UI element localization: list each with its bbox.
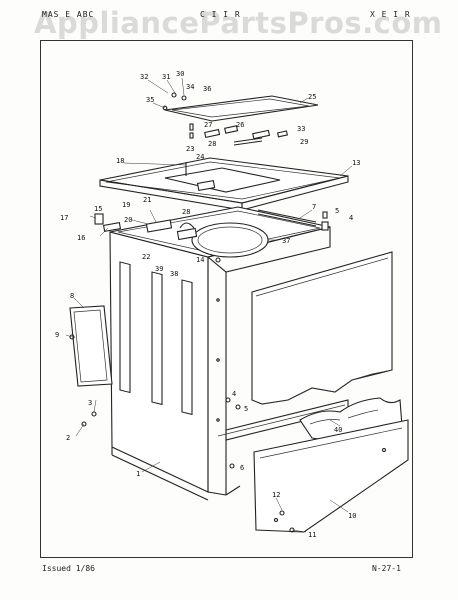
callout-30: 30 xyxy=(176,70,184,78)
fasteners xyxy=(69,257,295,533)
callout-13: 13 xyxy=(352,159,360,167)
left-console-parts xyxy=(94,213,198,241)
header-right: X E I R xyxy=(370,10,411,19)
callout-9: 9 xyxy=(55,331,59,339)
callout-24: 24 xyxy=(196,153,204,161)
callout-labels: 32 31 30 34 36 35 25 27 26 28 33 29 23 2… xyxy=(55,70,360,539)
callout-6: 6 xyxy=(240,464,244,472)
callout-7: 7 xyxy=(312,203,316,211)
callout-29: 29 xyxy=(300,138,308,146)
issued-date: Issued 1/86 xyxy=(42,564,95,573)
page-code: N-27-1 xyxy=(372,564,401,573)
top-cover xyxy=(99,157,349,211)
callout-1: 1 xyxy=(136,470,140,478)
leader-lines xyxy=(65,77,353,533)
front-panel xyxy=(253,419,409,533)
callout-21: 21 xyxy=(143,196,151,204)
callout-39: 39 xyxy=(155,265,163,273)
header-center: C I I R xyxy=(200,10,241,19)
callout-17: 17 xyxy=(60,214,68,222)
callout-23: 23 xyxy=(186,145,194,153)
callout-8: 8 xyxy=(70,292,74,300)
callout-15: 15 xyxy=(94,205,102,213)
callout-22: 22 xyxy=(142,253,150,261)
callout-18: 18 xyxy=(116,157,124,165)
callout-38: 38 xyxy=(170,270,178,278)
cabinet-body xyxy=(109,206,349,501)
callout-3: 3 xyxy=(88,399,92,407)
callout-10: 10 xyxy=(348,512,356,520)
callout-27: 27 xyxy=(204,121,212,129)
right-brace xyxy=(257,209,329,231)
callout-32: 32 xyxy=(140,73,148,81)
callout-19: 19 xyxy=(122,201,130,209)
lid-hardware xyxy=(162,92,288,146)
callout-14: 14 xyxy=(196,256,204,264)
header-left: MAS E ABC xyxy=(42,10,95,19)
right-side-panel xyxy=(251,251,393,405)
callout-28-top: 28 xyxy=(208,140,216,148)
top-lid xyxy=(164,95,319,122)
callout-33: 33 xyxy=(297,125,305,133)
callout-25: 25 xyxy=(308,93,316,101)
watermark: AppliancePartsPros.com xyxy=(34,6,443,40)
callout-5-lower: 5 xyxy=(244,405,248,413)
callout-2: 2 xyxy=(66,434,70,442)
callout-5: 5 xyxy=(335,207,339,215)
callout-20: 20 xyxy=(124,216,132,224)
callout-34: 34 xyxy=(186,83,194,91)
callout-28: 28 xyxy=(182,208,190,216)
callout-26: 26 xyxy=(236,121,244,129)
callout-16: 16 xyxy=(77,234,85,242)
callout-12: 12 xyxy=(272,491,280,499)
callout-11: 11 xyxy=(308,531,316,539)
callout-4-lower: 4 xyxy=(232,390,236,398)
callout-4: 4 xyxy=(349,214,353,222)
access-door xyxy=(69,305,113,387)
callout-31: 31 xyxy=(162,73,170,81)
callout-36: 36 xyxy=(203,85,211,93)
tub-ring xyxy=(191,222,269,258)
callout-35: 35 xyxy=(146,96,154,104)
diagram-frame xyxy=(40,40,413,558)
callout-37: 37 xyxy=(282,237,290,245)
callout-40: 40 xyxy=(334,426,342,434)
